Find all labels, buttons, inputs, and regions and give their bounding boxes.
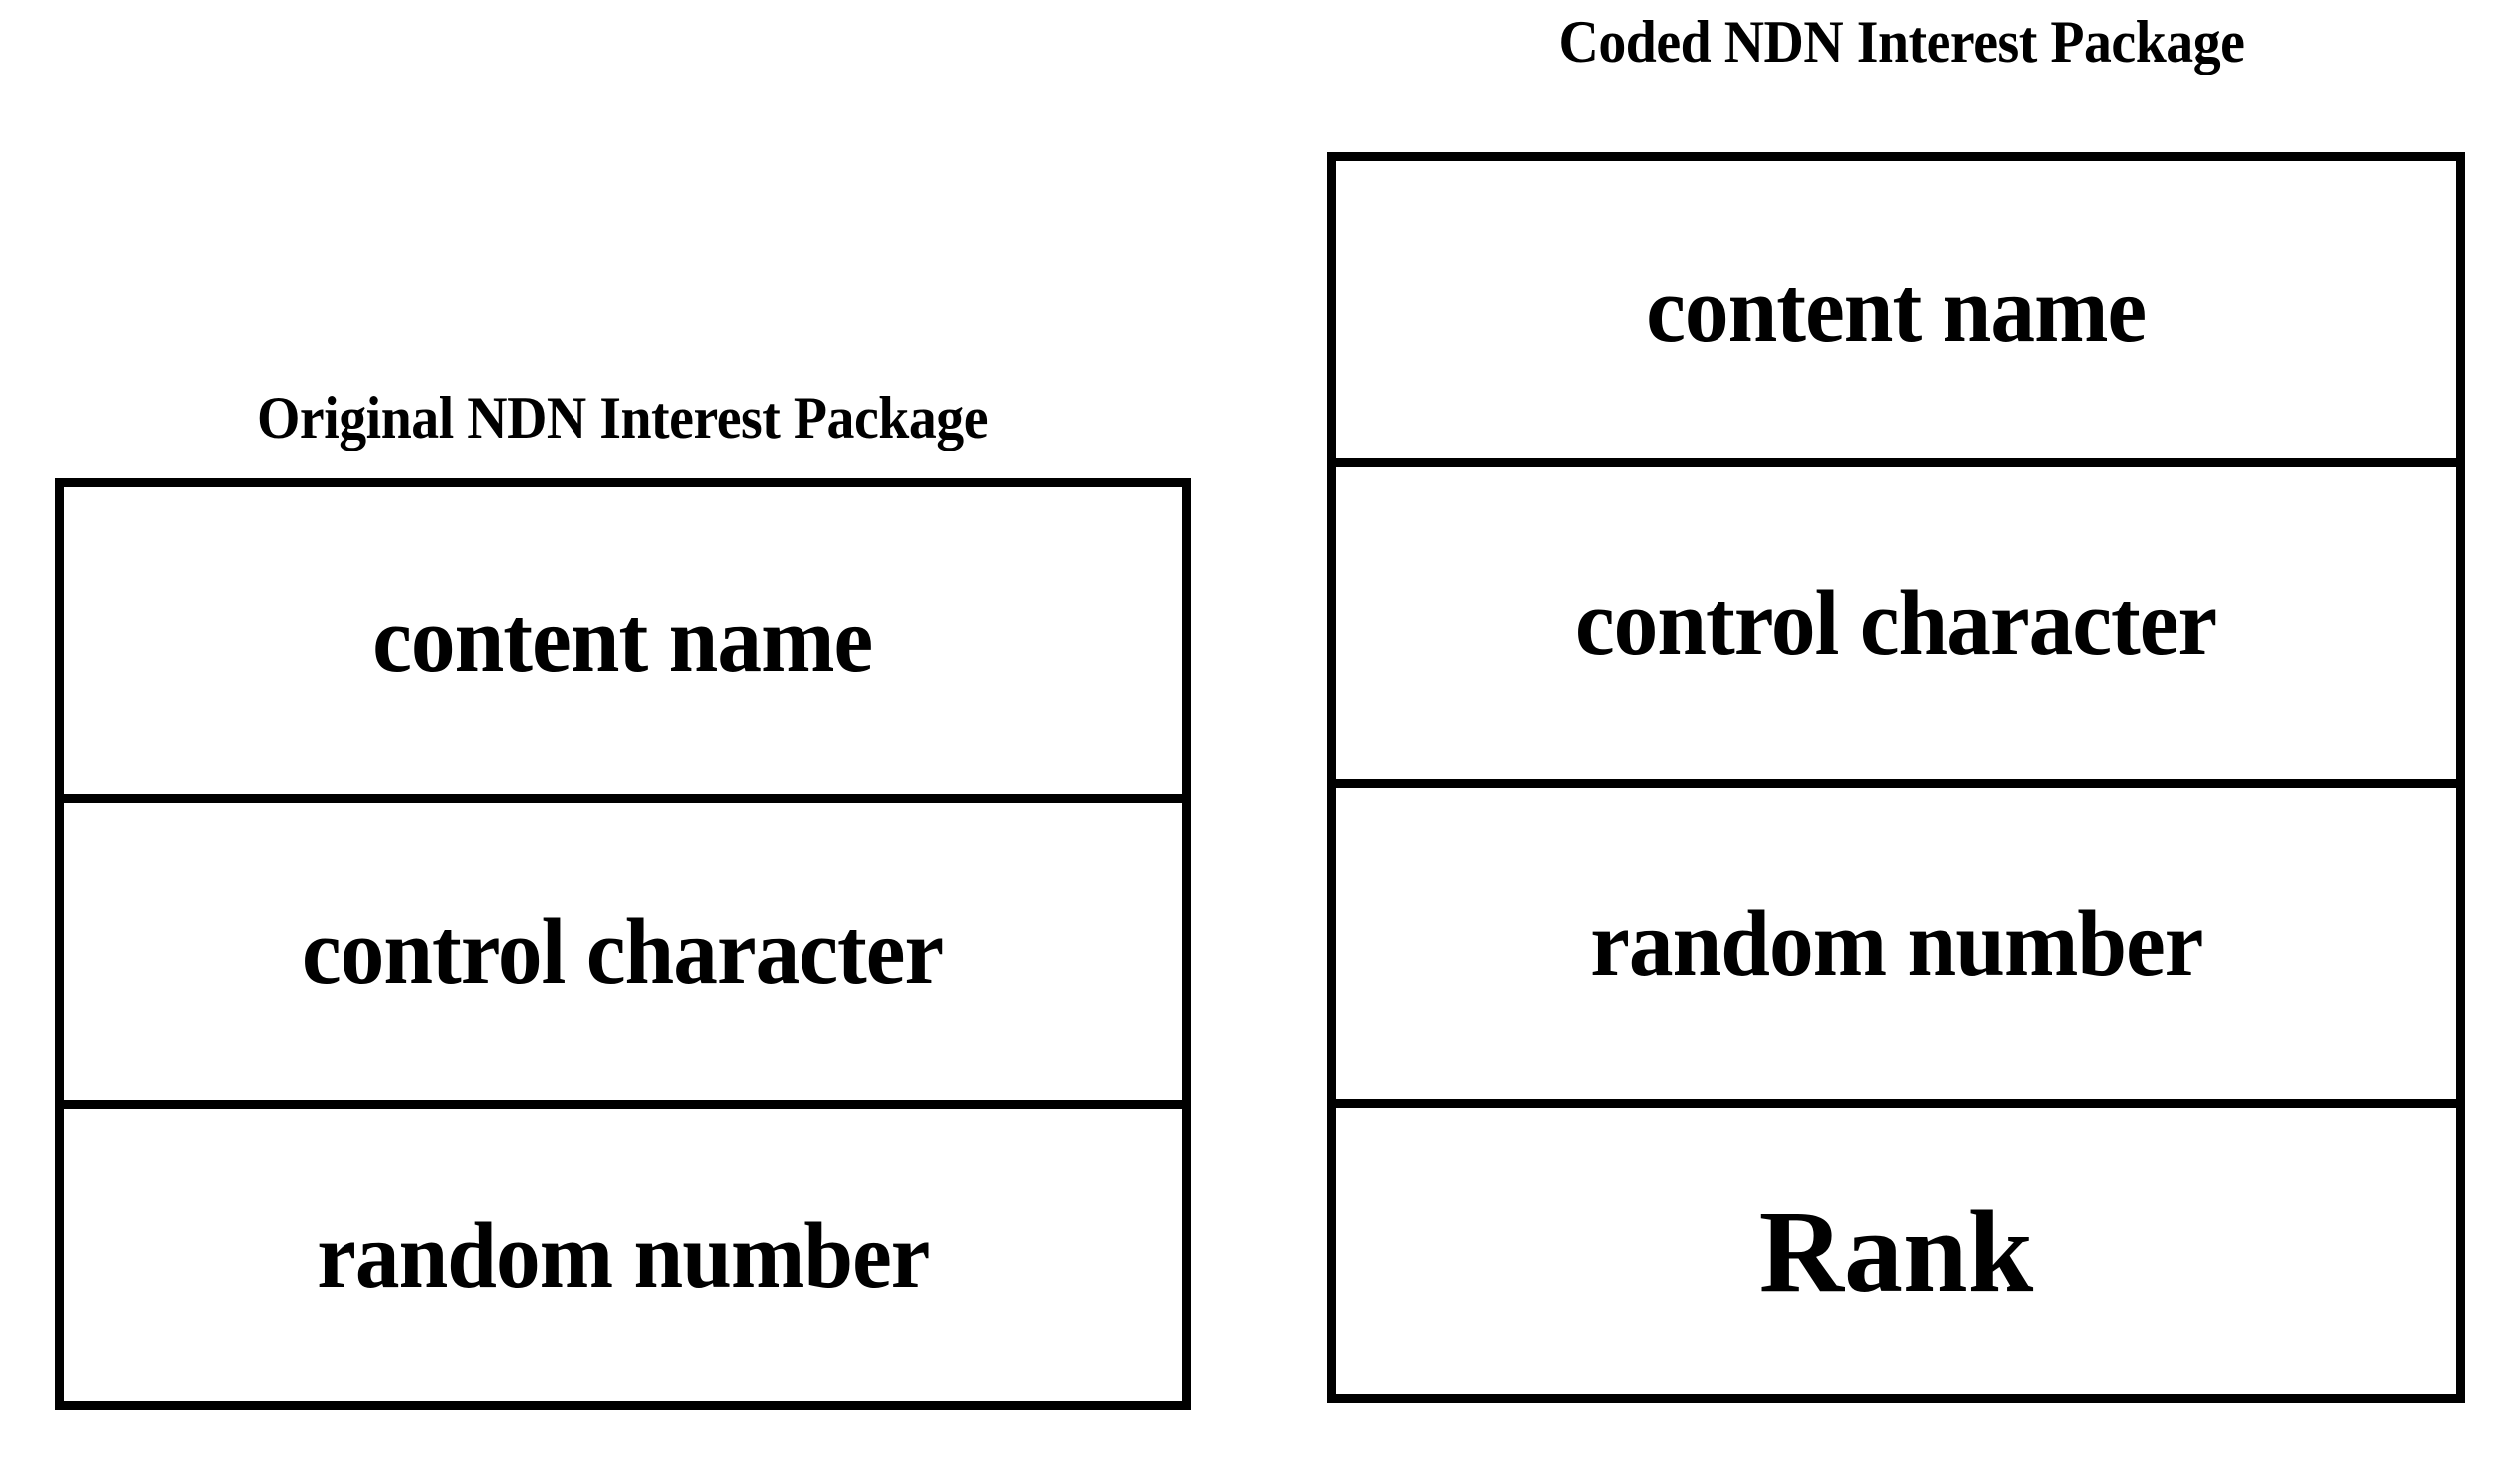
packet-field-label: content name xyxy=(1646,258,2147,362)
packet-field-label: content name xyxy=(372,589,873,692)
packet-field-content-name: content name xyxy=(64,487,1182,794)
packet-field-content-name: content name xyxy=(1336,161,2456,458)
packet-field-random-number: random number xyxy=(64,1100,1182,1401)
packet-field-label: Rank xyxy=(1758,1185,2034,1317)
packet-field-label: random number xyxy=(316,1203,930,1308)
packet-diagram-coded: content name control character random nu… xyxy=(1327,152,2465,1403)
panel-title-original: Original NDN Interest Package xyxy=(256,385,989,451)
packet-field-control-character: control character xyxy=(1336,458,2456,779)
packet-field-label: control character xyxy=(302,899,944,1004)
panel-coded-ndn-interest-package: Coded NDN Interest Package content name … xyxy=(1255,0,2520,1459)
packet-field-label: random number xyxy=(1589,891,2203,996)
packet-field-rank: Rank xyxy=(1336,1099,2456,1394)
packet-field-label: control character xyxy=(1575,571,2217,675)
packet-field-random-number: random number xyxy=(1336,779,2456,1099)
packet-field-control-character: control character xyxy=(64,794,1182,1100)
panel-title-coded: Coded NDN Interest Package xyxy=(1558,9,2245,75)
panel-original-ndn-interest-package: Original NDN Interest Package content na… xyxy=(0,0,1255,1459)
packet-diagram-original: content name control character random nu… xyxy=(55,478,1191,1410)
